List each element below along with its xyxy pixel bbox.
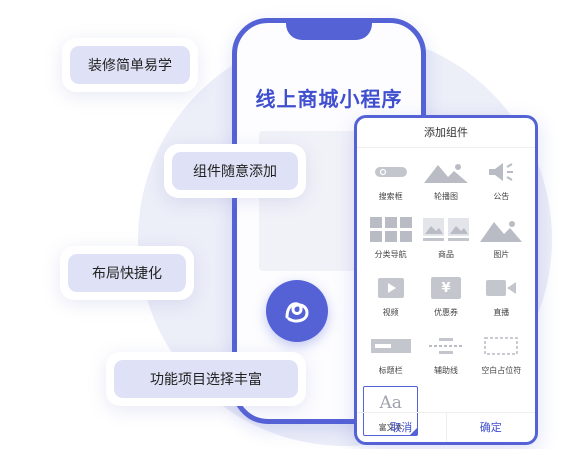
component-announcement[interactable]: 公告: [474, 154, 529, 204]
feature-pill-label: 布局快捷化: [68, 254, 186, 292]
carousel-icon: [423, 164, 468, 183]
image-icon: [480, 221, 523, 242]
add-component-panel: 添加组件 搜索框 轮播图 公告 分类导航: [354, 115, 538, 445]
component-rich-text[interactable]: Aa 富文本: [363, 386, 419, 436]
feature-card-easy: 装修简单易学: [62, 38, 198, 92]
component-image[interactable]: 图片: [474, 212, 529, 262]
loop-logo-icon: [285, 302, 309, 323]
cancel-button[interactable]: 取消: [357, 413, 447, 442]
component-guide-line[interactable]: 辅助线: [418, 328, 473, 378]
phone-title: 线上商城小程序: [255, 87, 403, 111]
component-title-bar[interactable]: 标题栏: [363, 328, 418, 378]
panel-footer: 取消 确定: [357, 412, 535, 442]
announcement-icon: [489, 163, 514, 181]
coupon-icon: ¥: [430, 277, 461, 299]
feature-pill-label: 组件随意添加: [172, 152, 298, 190]
feature-pill-label: 功能项目选择丰富: [114, 360, 298, 398]
placeholder-icon: [484, 337, 519, 355]
component-label: 富文本: [378, 423, 403, 432]
search-bar-icon: [374, 167, 407, 177]
component-label: 视频: [382, 308, 399, 317]
feature-card-rich: 功能项目选择丰富: [106, 352, 306, 406]
category-nav-icon: [369, 217, 412, 242]
component-category-nav[interactable]: 分类导航: [363, 212, 418, 262]
guide-line-icon: [428, 338, 463, 354]
feature-pill-label: 装修简单易学: [70, 46, 190, 84]
component-product[interactable]: 商品: [418, 212, 473, 262]
rich-text-icon: Aa: [379, 393, 402, 413]
phone-notch: [286, 18, 372, 40]
component-video[interactable]: 视频: [363, 270, 418, 320]
component-label: 空白占位符: [481, 366, 522, 375]
component-placeholder[interactable]: 空白占位符: [474, 328, 529, 378]
product-icon: [422, 218, 469, 241]
component-label: 搜索框: [378, 192, 403, 201]
component-live[interactable]: 直播: [474, 270, 529, 320]
confirm-button[interactable]: 确定: [479, 421, 502, 434]
live-icon: [486, 280, 517, 296]
feature-card-layout: 布局快捷化: [60, 246, 194, 300]
component-label: 公告: [493, 192, 510, 201]
component-search-bar[interactable]: 搜索框: [363, 154, 418, 204]
component-label: 商品: [437, 250, 454, 259]
component-label: 直播: [493, 308, 510, 317]
component-coupon[interactable]: ¥ 优惠券: [418, 270, 473, 320]
component-label: 分类导航: [374, 250, 407, 259]
feature-card-components: 组件随意添加: [164, 144, 306, 198]
title-bar-icon: [370, 339, 411, 353]
component-label: 标题栏: [378, 366, 403, 375]
component-label: 优惠券: [433, 308, 458, 317]
component-label: 轮播图: [433, 192, 458, 201]
component-carousel[interactable]: 轮播图: [418, 154, 473, 204]
component-label: 图片: [493, 250, 510, 259]
video-icon: [377, 278, 404, 298]
panel-title: 添加组件: [357, 118, 535, 148]
app-logo: [266, 280, 328, 342]
component-grid: 搜索框 轮播图 公告 分类导航 商品: [363, 154, 529, 436]
component-label: 辅助线: [433, 366, 458, 375]
